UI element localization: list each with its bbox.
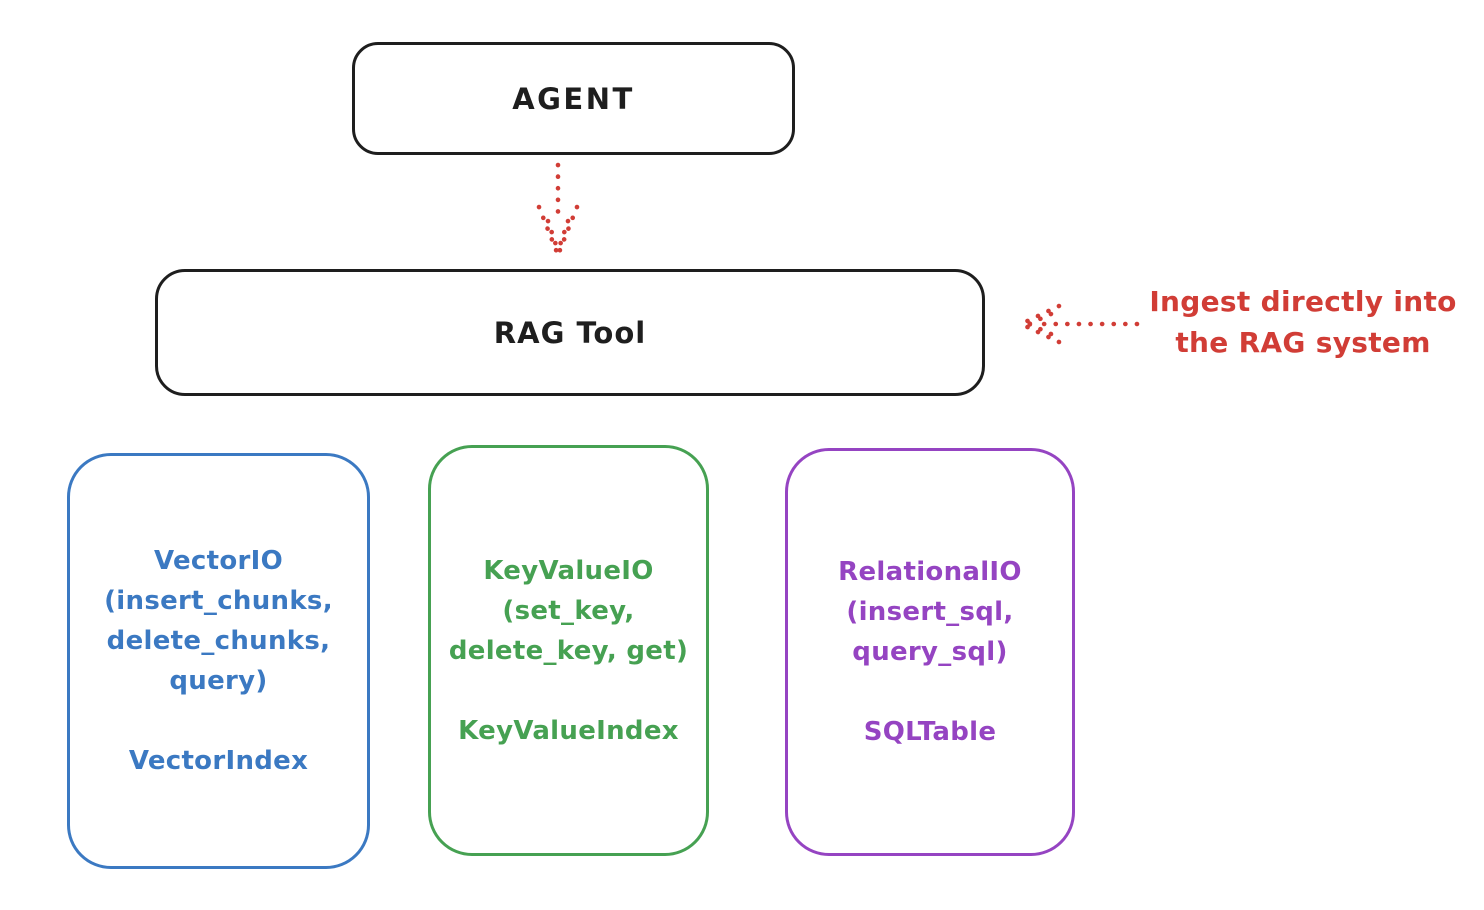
vector-io-node: VectorIO (insert_chunks, delete_chunks, … (67, 453, 370, 869)
relational-io-node: RelationalIO (insert_sql, query_sql) SQL… (785, 448, 1075, 856)
rag-tool-node-label: RAG Tool (493, 315, 647, 350)
keyvalue-io-index-label: KeyValueIndex (458, 715, 679, 746)
annotation-to-ragtool-arrow-icon (1018, 303, 1140, 345)
agent-node: AGENT (352, 42, 795, 155)
relational-io-methods: RelationalIO (insert_sql, query_sql) (838, 557, 1022, 667)
ingest-annotation-line2: the RAG system (1175, 326, 1431, 359)
vector-io-index-label: VectorIndex (128, 746, 309, 776)
agent-node-label: AGENT (512, 81, 635, 116)
rag-tool-node: RAG Tool (155, 269, 985, 396)
ingest-annotation: Ingest directly into the RAG system (1138, 281, 1468, 363)
ingest-annotation-line1: Ingest directly into (1149, 285, 1457, 318)
agent-to-ragtool-arrow-icon (536, 162, 580, 258)
vector-io-methods: VectorIO (insert_chunks, delete_chunks, … (104, 546, 333, 696)
relational-io-index-label: SQLTable (863, 717, 997, 747)
keyvalue-io-methods: KeyValueIO (set_key, delete_key, get) (448, 555, 689, 666)
keyvalue-io-node: KeyValueIO (set_key, delete_key, get) Ke… (428, 445, 709, 856)
